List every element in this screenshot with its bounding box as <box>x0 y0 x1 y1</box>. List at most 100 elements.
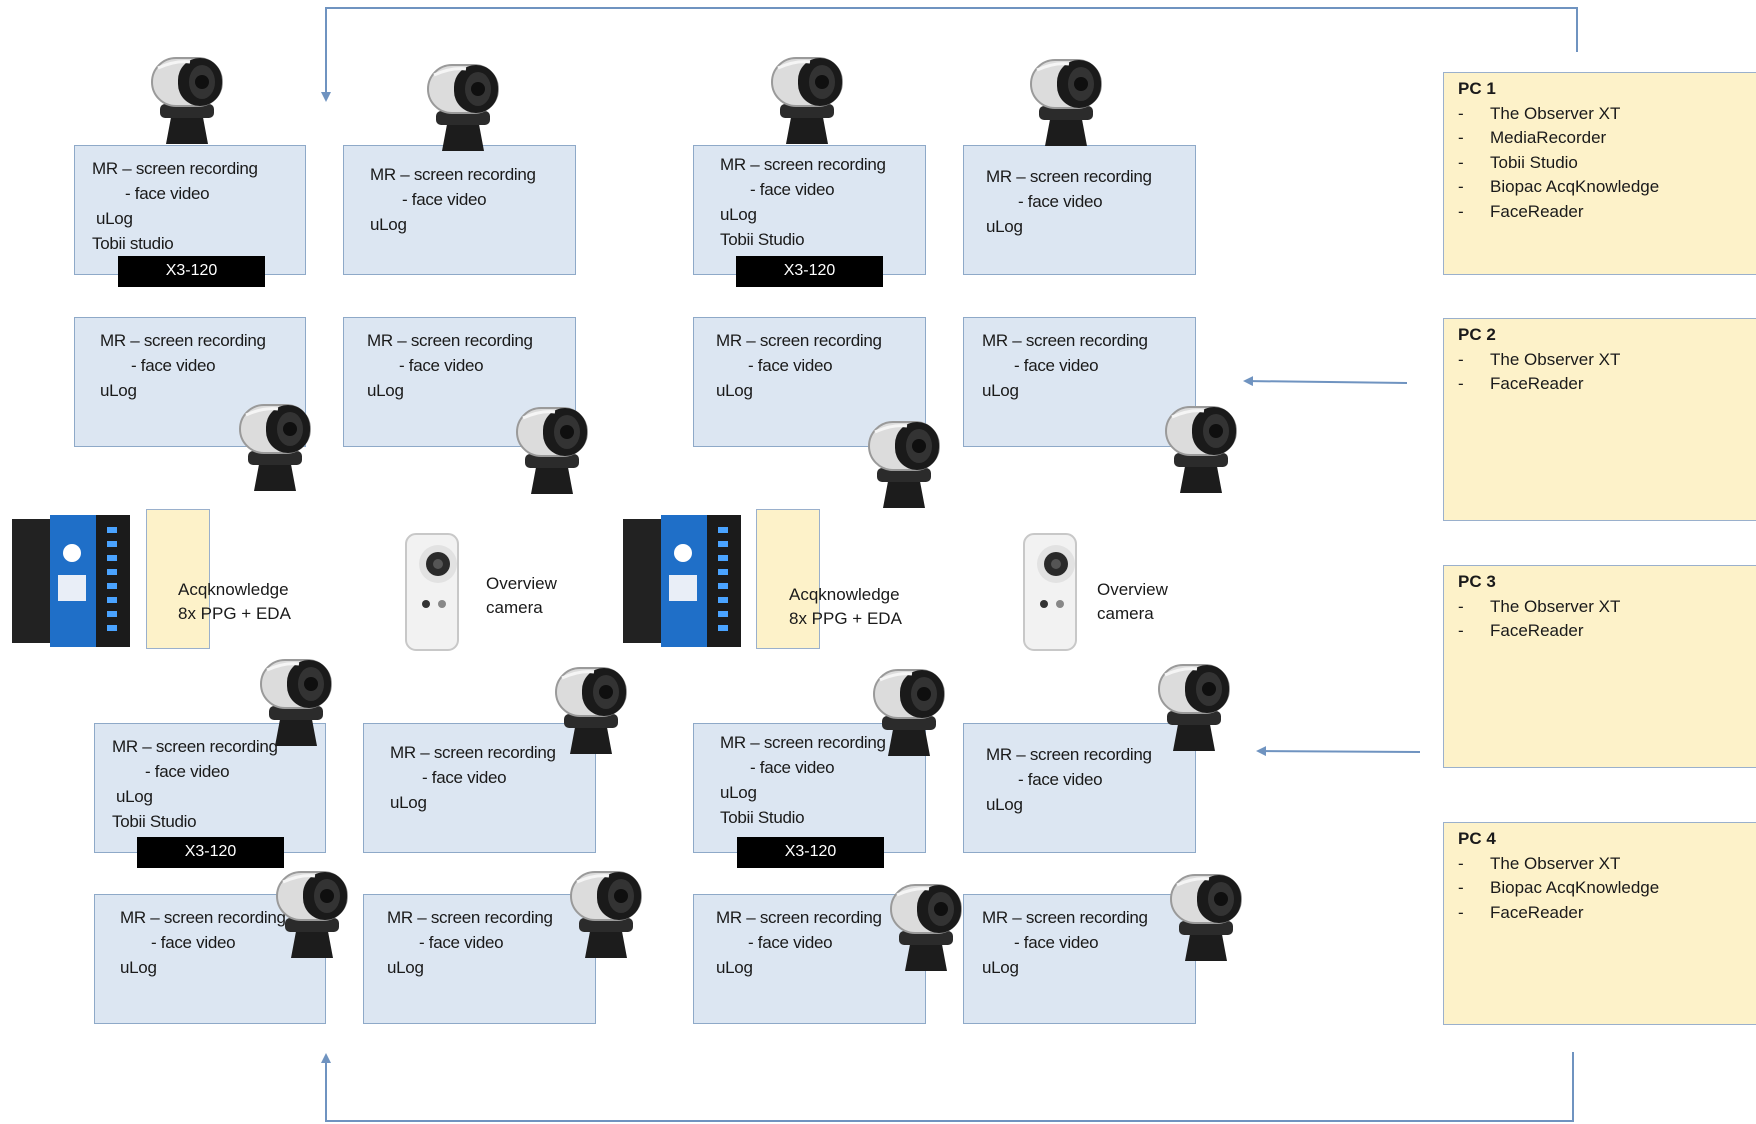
station-face-video-label: - face video <box>131 356 216 375</box>
webcam-icon <box>271 862 351 969</box>
pc-software-item: - FaceReader <box>1458 372 1756 397</box>
station-ulog-label: uLog <box>120 958 157 977</box>
webcam-icon <box>868 660 948 767</box>
webcam-icon <box>1160 397 1240 504</box>
station-face-video-label: - face video <box>748 356 833 375</box>
station-ulog-label: uLog <box>370 215 407 234</box>
station-recording-label: MR – screen recording <box>716 908 882 927</box>
station-tobii-label: Tobii studio <box>92 234 174 253</box>
station-recording-label: MR – screen recording <box>986 167 1152 186</box>
pc-software-item: -Tobii Studio <box>1458 151 1756 176</box>
station-recording-label: MR – screen recording <box>986 745 1152 764</box>
arrow-pc4-to-group-bottom <box>321 1052 1574 1122</box>
pc-software-item: - FaceReader <box>1458 619 1756 644</box>
webcam-icon <box>255 650 335 757</box>
station-face-video-label: - face video <box>125 184 210 203</box>
list-dash: - <box>1458 177 1464 196</box>
pc-software-name: FaceReader <box>1490 374 1584 393</box>
pc-software-name: The Observer XT <box>1490 853 1621 873</box>
station-recording-label: MR – screen recording <box>720 155 886 174</box>
station-ulog-label: uLog <box>96 209 133 228</box>
station-ulog-label: uLog <box>716 381 753 400</box>
station-ulog-label: uLog <box>367 381 404 400</box>
station-ulog-label: uLog <box>982 381 1019 400</box>
webcam-icon <box>234 395 314 502</box>
arrow-pc2-to-group <box>1243 376 1408 387</box>
station-recording-label: MR – screen recording <box>112 737 278 756</box>
pc-box: PC 4 - The Observer XT - Biopac AcqKnowledge… <box>1443 822 1756 1025</box>
overview-camera-icon <box>398 530 464 656</box>
webcam-icon <box>146 48 226 155</box>
pc-software-item: - Biopac AcqKnowledge <box>1458 175 1756 200</box>
pc-software-name: The Observer XT <box>1490 596 1621 616</box>
pc-title: PC 1 <box>1458 79 1496 98</box>
webcam-icon <box>1165 865 1245 972</box>
webcam-icon <box>766 48 846 155</box>
pc-software-item: -The Observer XT <box>1458 348 1756 373</box>
station-face-video-label: - face video <box>402 190 487 209</box>
webcam-icon <box>863 412 943 519</box>
station-ulog-label: uLog <box>986 795 1023 814</box>
pc-title: PC 3 <box>1458 572 1496 591</box>
pc-software-item: -The Observer XT <box>1458 102 1756 127</box>
station-face-video-label: - face video <box>748 933 833 952</box>
participant-station: MR – screen recording - face video uLog <box>693 894 926 1024</box>
station-ulog-label: uLog <box>390 793 427 812</box>
pc-software-name: Biopac AcqKnowledge <box>1490 878 1660 897</box>
list-dash: - <box>1458 853 1464 873</box>
station-face-video-label: - face video <box>1018 770 1103 789</box>
pc-software-item: -The Observer XT <box>1458 595 1756 620</box>
pc-software-name: FaceReader <box>1490 621 1584 640</box>
pc-box: PC 3 -The Observer XT- FaceReader <box>1443 565 1756 768</box>
list-dash: - <box>1458 878 1464 897</box>
list-dash: - <box>1458 152 1464 172</box>
overview-camera-icon <box>1016 530 1082 656</box>
station-ulog-label: uLog <box>387 958 424 977</box>
acqknowledge-panel <box>756 509 820 649</box>
station-face-video-label: - face video <box>750 180 835 199</box>
station-face-video-label: - face video <box>1014 356 1099 375</box>
webcam-icon <box>885 875 965 982</box>
station-face-video-label: - face video <box>750 758 835 777</box>
pc-title: PC 4 <box>1458 829 1496 848</box>
pc-software-item: - The Observer XT <box>1458 852 1756 877</box>
station-ulog-label: uLog <box>100 381 137 400</box>
station-tobii-label: Tobii Studio <box>720 230 805 249</box>
biopac-amplifier-icon <box>12 513 132 649</box>
station-recording-label: MR – screen recording <box>982 908 1148 927</box>
list-dash: - <box>1458 374 1464 393</box>
webcam-icon <box>1025 50 1105 157</box>
station-ulog-label: uLog <box>986 217 1023 236</box>
arrow-pc1-to-group-top <box>321 7 1578 102</box>
station-tobii-label: Tobii Studio <box>112 812 197 831</box>
list-dash: - <box>1458 621 1464 640</box>
pc-box: PC 1-The Observer XT-MediaRecorder-Tobii… <box>1443 72 1756 275</box>
station-ulog-label: uLog <box>716 958 753 977</box>
biopac-amplifier-icon <box>623 513 743 649</box>
pc-software-name: The Observer XT <box>1490 349 1621 369</box>
list-dash: - <box>1458 103 1464 123</box>
station-recording-label: MR – screen recording <box>120 908 286 927</box>
pc-software-item: -FaceReader <box>1458 200 1756 225</box>
pc-software-name: Biopac AcqKnowledge <box>1490 177 1660 196</box>
list-dash: - <box>1458 128 1464 147</box>
station-recording-label: MR – screen recording <box>370 165 536 184</box>
pc-software-item: -FaceReader <box>1458 901 1756 926</box>
station-face-video-label: - face video <box>399 356 484 375</box>
acqknowledge-panel <box>146 509 210 649</box>
webcam-icon <box>1153 655 1233 762</box>
station-recording-label: MR – screen recording <box>100 331 266 350</box>
station-ulog-label: uLog <box>720 205 757 224</box>
arrow-pc3-to-group <box>1256 746 1421 757</box>
participant-station: MR – screen recording - face video uLog <box>343 145 576 275</box>
